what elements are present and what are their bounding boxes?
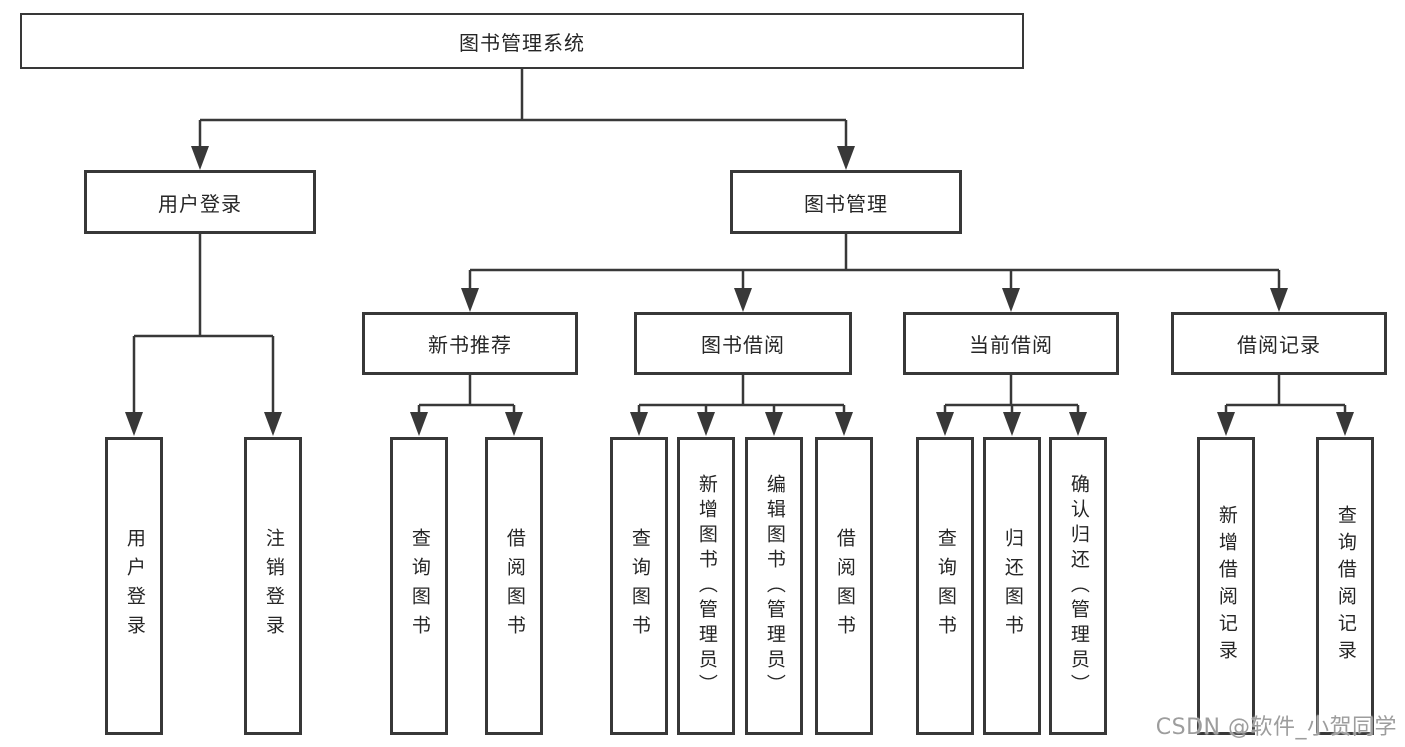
leaf-logout-login-label: 注销登录 [262, 528, 285, 644]
node-book-management: 图书管理 [730, 170, 962, 234]
node-user-login-label: 用户登录 [158, 191, 242, 216]
leaf-query-books-3-label: 查询图书 [934, 528, 957, 644]
leaf-borrow-books-1: 借阅图书 [485, 437, 543, 735]
node-library-management-system: 图书管理系统 [20, 13, 1024, 69]
node-user-login: 用户登录 [84, 170, 316, 234]
node-new-book-recommend-label: 新书推荐 [428, 333, 512, 357]
leaf-logout-login: 注销登录 [244, 437, 302, 735]
connector-borrowrecord-group [1224, 375, 1347, 415]
leaf-query-books-2: 查询图书 [610, 437, 668, 735]
leaf-return-book: 归还图书 [983, 437, 1041, 735]
node-current-borrow: 当前借阅 [903, 312, 1119, 375]
leaf-user-login: 用户登录 [105, 437, 163, 735]
leaf-add-book-admin-label: 新增图书（管理员） [695, 473, 718, 699]
connector-bookborrow-group [637, 375, 846, 415]
leaf-borrow-books-2: 借阅图书 [815, 437, 873, 735]
node-book-borrow: 图书借阅 [634, 312, 852, 375]
node-book-management-label: 图书管理 [804, 191, 888, 216]
csdn-watermark: CSDN @软件_小贺同学 [1155, 715, 1397, 740]
leaf-borrow-books-1-label: 借阅图书 [503, 528, 526, 644]
node-borrow-records: 借阅记录 [1171, 312, 1387, 375]
leaf-add-borrow-record-label: 新增借阅记录 [1215, 505, 1238, 667]
connector-bookmgmt-to-level3 [468, 234, 1281, 290]
leaf-query-borrow-record-label: 查询借阅记录 [1334, 505, 1357, 667]
leaf-confirm-return-admin-label: 确认归还（管理员） [1067, 473, 1090, 699]
connector-userlogin-to-leaves [132, 234, 275, 415]
leaf-add-book-admin: 新增图书（管理员） [677, 437, 735, 735]
leaf-add-borrow-record: 新增借阅记录 [1197, 437, 1255, 735]
leaf-query-borrow-record: 查询借阅记录 [1316, 437, 1374, 735]
leaf-confirm-return-admin: 确认归还（管理员） [1049, 437, 1107, 735]
node-book-borrow-label: 图书借阅 [701, 333, 785, 357]
leaf-query-books-3: 查询图书 [916, 437, 974, 735]
node-borrow-records-label: 借阅记录 [1237, 333, 1321, 357]
leaf-return-book-label: 归还图书 [1001, 528, 1024, 644]
connector-newbook-group [417, 375, 516, 415]
leaf-borrow-books-2-label: 借阅图书 [833, 528, 856, 644]
connector-currentborrow-group [943, 375, 1080, 415]
leaf-query-books-1-label: 查询图书 [408, 528, 431, 644]
leaf-user-login-label: 用户登录 [123, 528, 146, 644]
leaf-edit-book-admin-label: 编辑图书（管理员） [763, 473, 786, 699]
leaf-edit-book-admin: 编辑图书（管理员） [745, 437, 803, 735]
leaf-query-books-1: 查询图书 [390, 437, 448, 735]
connector-root-to-level2 [198, 69, 848, 148]
node-current-borrow-label: 当前借阅 [969, 333, 1053, 357]
node-library-management-system-label: 图书管理系统 [459, 30, 585, 55]
node-new-book-recommend: 新书推荐 [362, 312, 578, 375]
leaf-query-books-2-label: 查询图书 [628, 528, 651, 644]
